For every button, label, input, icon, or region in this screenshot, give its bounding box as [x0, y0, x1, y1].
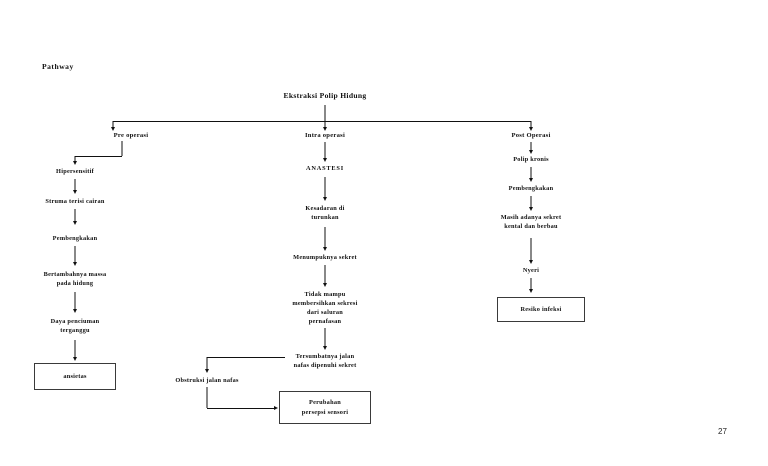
diagram-title: Ekstraksi Polip Hidung — [283, 91, 367, 100]
arrowhead-intra-4 — [323, 283, 327, 287]
connector-intra-3 — [324, 227, 326, 248]
node-tersumbatnya-jalan-nafas: Tersumbatnya jalan nafas dipenuhi sekret — [293, 353, 357, 370]
connector-intra-to-obstruksi-vertical — [206, 357, 208, 370]
connector-post-1 — [530, 142, 532, 151]
arrowhead-pre-5 — [73, 357, 77, 361]
arrowhead-pre-hipersensitif — [73, 161, 77, 165]
connector-pre-elbow-vertical — [121, 141, 123, 156]
arrowhead-pre-2 — [73, 221, 77, 225]
arrowhead-pre-4 — [73, 309, 77, 313]
connector-obstruksi-drop — [206, 387, 208, 408]
arrowhead-obstruksi — [205, 369, 209, 373]
connector-obstruksi-to-outcome — [207, 408, 275, 409]
arrowhead-post — [529, 127, 533, 131]
arrowhead-intra-1 — [323, 158, 327, 162]
node-masih-adanya-sekret: Masih adanya sekret kental dan berbau — [500, 214, 562, 231]
connector-intra-4 — [324, 265, 326, 284]
arrowhead-post-1 — [529, 150, 533, 154]
arrowhead-post-5 — [529, 289, 533, 293]
connector-root-stem — [324, 105, 326, 121]
arrowhead-pre-3 — [73, 262, 77, 266]
arrowhead-post-3 — [529, 207, 533, 211]
node-tidak-mampu-membersihkan-sekresi: Tidak mampu membersihkan sekresi dari sa… — [292, 291, 358, 326]
arrowhead-post-4 — [529, 260, 533, 264]
node-pembengkakan-post: Pembengkakan — [508, 185, 554, 192]
connector-pre-5 — [74, 340, 76, 358]
pathway-heading: Pathway — [42, 62, 74, 71]
connector-pre-elbow-horizontal — [75, 156, 122, 157]
node-nyeri: Nyeri — [522, 267, 540, 274]
connector-pre-elbow-drop — [74, 156, 76, 162]
connector-pre-2 — [74, 209, 76, 222]
arrowhead-intra — [323, 127, 327, 131]
arrowhead-intra-5 — [323, 346, 327, 350]
connector-intra-1 — [324, 142, 326, 159]
outcome-box-resiko-infeksi: Resiko infeksi — [497, 297, 585, 322]
node-pembengkakan-pre: Pembengkakan — [52, 235, 98, 242]
connector-post-3 — [530, 196, 532, 208]
node-polip-kronis: Polip kronis — [513, 156, 549, 163]
connector-post-2 — [530, 167, 532, 179]
connector-intra-to-obstruksi-horizontal — [207, 357, 285, 358]
arrowhead-perubahan-persepsi — [274, 406, 278, 410]
arrowhead-intra-3 — [323, 247, 327, 251]
branch-label-intra-operasi: Intra operasi — [304, 132, 346, 139]
connector-drop-post — [530, 121, 532, 128]
connector-drop-intra — [324, 121, 326, 128]
page-number: 27 — [718, 427, 727, 436]
node-daya-penciuman-terganggu: Daya penciuman terganggu — [50, 318, 100, 335]
node-hipersensitif: Hipersensitif — [56, 168, 94, 175]
connector-drop-pre — [112, 121, 114, 128]
outcome-box-perubahan-persepsi-sensori: Perubahan persepsi sensori — [279, 391, 371, 424]
node-kesadaran-diturunkan: Kesadaran di turunkan — [305, 205, 345, 222]
connector-pre-3 — [74, 246, 76, 263]
node-struma-terisi-cairan: Struma terisi cairan — [45, 198, 105, 205]
arrowhead-pre-1 — [73, 190, 77, 194]
branch-label-pre-operasi: Pre operasi — [113, 132, 149, 139]
connector-pre-4 — [74, 292, 76, 310]
connector-post-5 — [530, 278, 532, 290]
branch-label-post-operasi: Post Operasi — [511, 132, 551, 139]
outcome-box-ansietas: ansietas — [34, 363, 116, 390]
connector-pre-1 — [74, 179, 76, 191]
arrowhead-post-2 — [529, 178, 533, 182]
arrowhead-intra-2 — [323, 197, 327, 201]
connector-intra-5 — [324, 328, 326, 347]
node-bertambahnya-massa: Bertambahnya massa pada hidung — [43, 271, 107, 288]
node-menumpuknya-sekret: Menumpuknya sekret — [293, 254, 357, 261]
connector-post-4 — [530, 238, 532, 261]
connector-intra-2 — [324, 177, 326, 198]
connector-distribution-bar — [113, 121, 531, 122]
node-obstruksi-jalan-nafas: Obstruksi jalan nafas — [175, 377, 239, 384]
arrowhead-pre — [111, 127, 115, 131]
node-anastesi: ANASTESI — [306, 165, 344, 172]
